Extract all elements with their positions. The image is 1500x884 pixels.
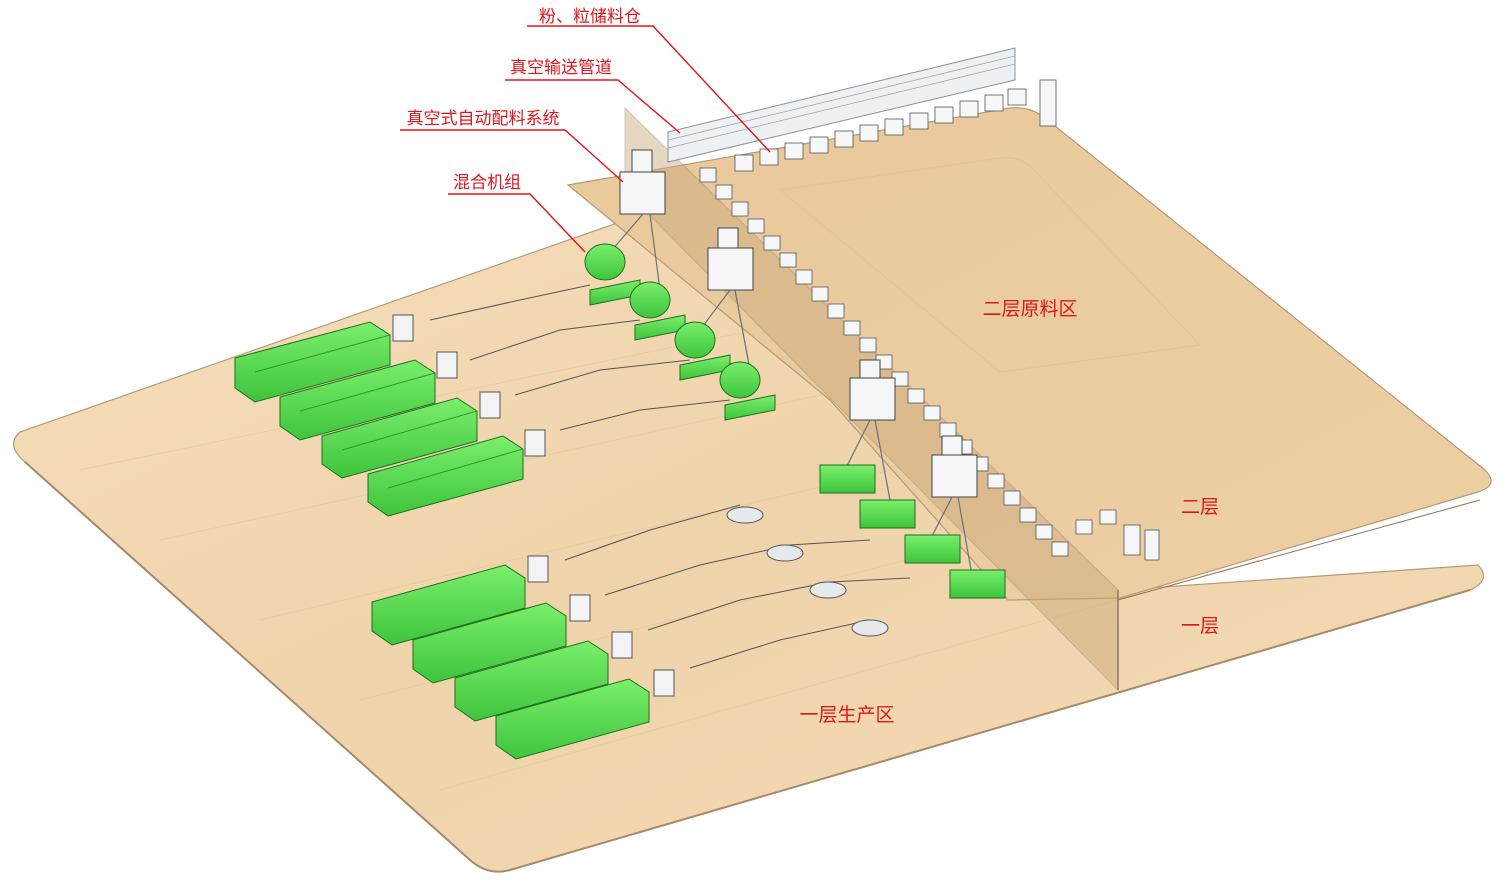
production-line-tanks-lower <box>371 564 650 760</box>
bowl-feeders <box>726 506 889 637</box>
second-floor-slab <box>566 107 1492 601</box>
vacuum-batching-units <box>619 149 978 498</box>
mixer-units <box>584 243 776 421</box>
callout-leaders <box>400 25 771 253</box>
label-second-floor-material-zone: 二层原料区 <box>982 298 1077 320</box>
label-storage-bins: 粉、粒储料仓 <box>539 7 641 27</box>
control-cabinets <box>392 314 675 697</box>
label-auto-batching: 真空式自动配料系统 <box>407 109 560 129</box>
label-mixer-unit: 混合机组 <box>453 173 521 193</box>
label-first-floor: 一层 <box>1181 615 1219 637</box>
mixer-units-lower <box>819 464 1006 599</box>
storage-bin-row-diagonal <box>699 167 1160 561</box>
storage-bin-row-rear <box>667 47 1057 172</box>
label-second-floor: 二层 <box>1181 496 1219 518</box>
label-vacuum-pipe: 真空输送管道 <box>510 58 612 78</box>
production-line-tanks-upper <box>234 321 524 517</box>
vacuum-pipes <box>611 213 973 576</box>
label-first-floor-production-zone: 一层生产区 <box>799 704 894 726</box>
conveyor-lines <box>429 284 911 669</box>
